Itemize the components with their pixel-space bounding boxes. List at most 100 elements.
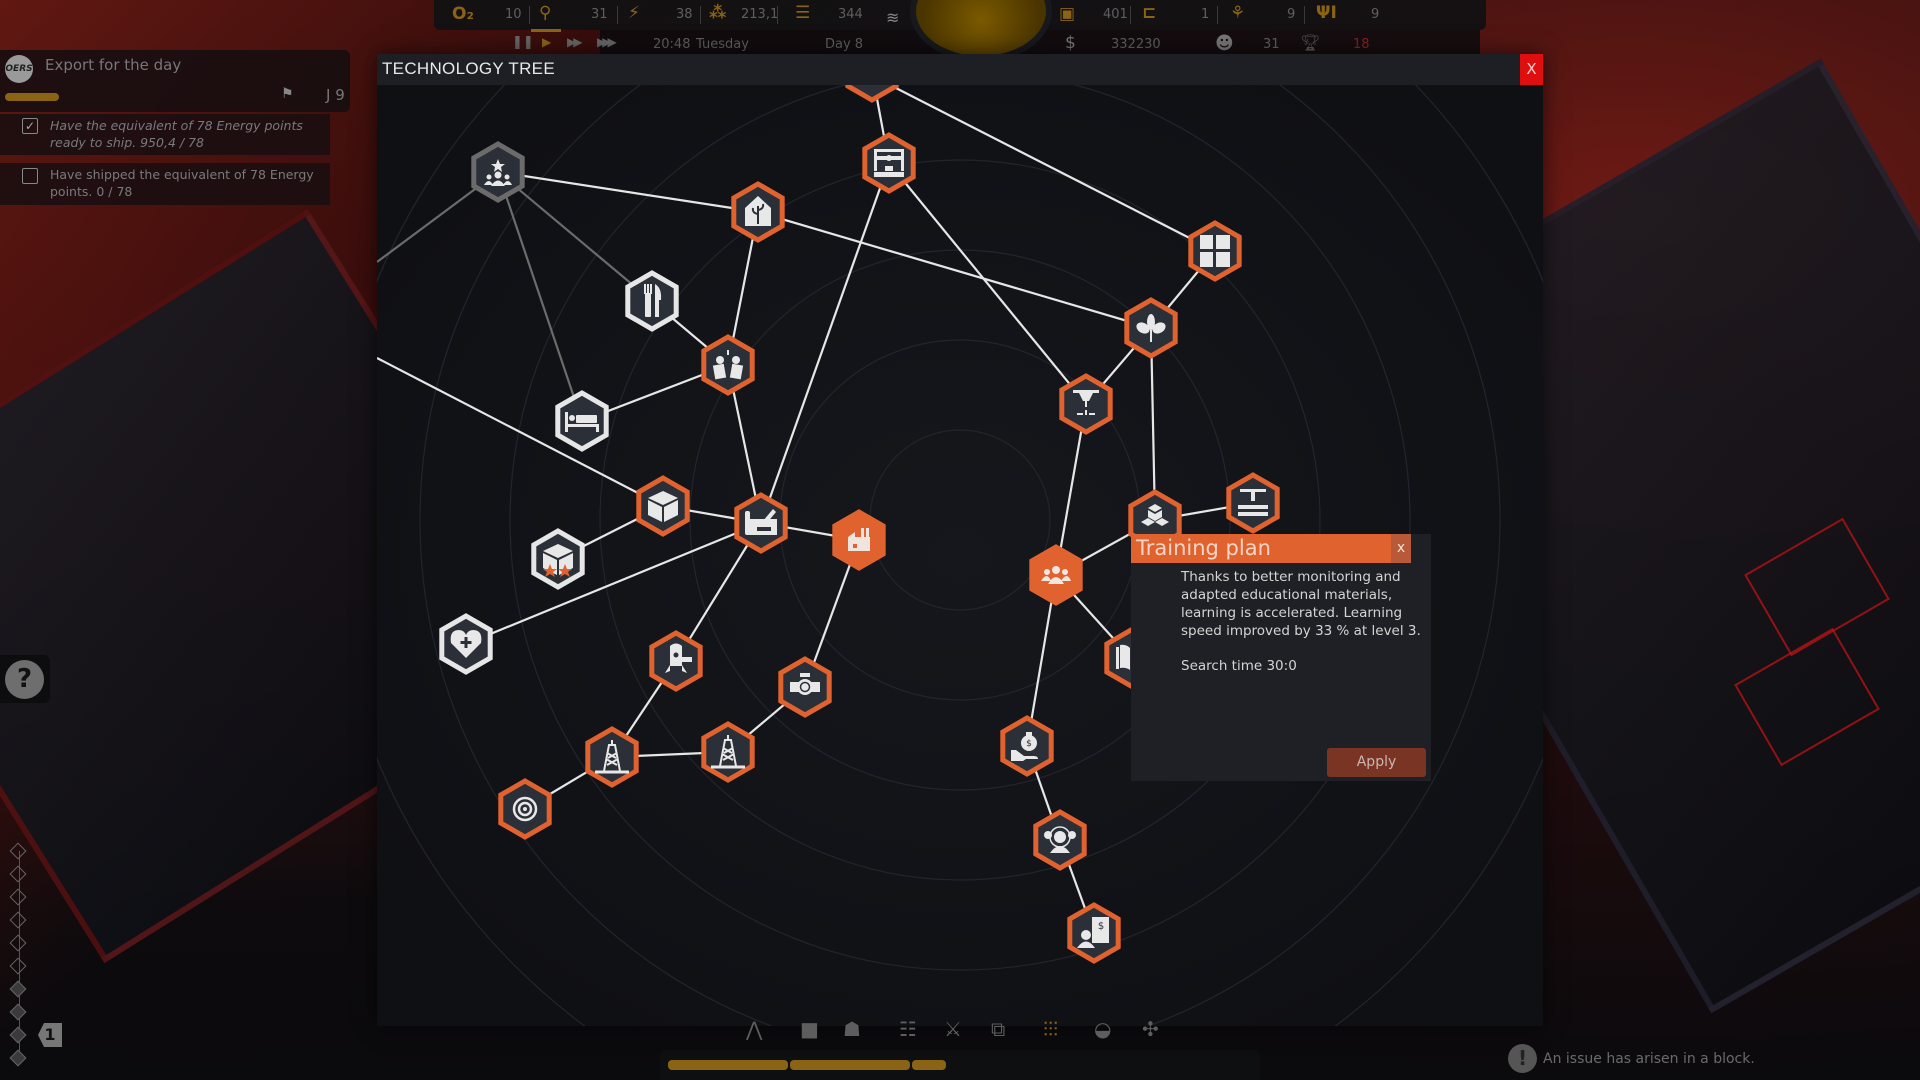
tech-node-derrick-2[interactable] — [704, 724, 752, 780]
tech-node-funding[interactable]: $ — [1003, 718, 1051, 774]
chip-value: 401 — [1103, 7, 1128, 22]
food-value: 9 — [1371, 7, 1380, 22]
factory-icon — [848, 528, 870, 551]
invoice-icon — [1077, 917, 1109, 948]
3d-printer-icon — [874, 149, 904, 177]
quest-deadline: J 9 — [326, 86, 345, 104]
tech-node-factory[interactable] — [835, 512, 883, 568]
flag-icon: ⚑ — [281, 86, 294, 102]
tech-tooltip-training-plan: Training plan x Thanks to better monitor… — [1131, 534, 1431, 781]
task-checkbox-checked[interactable]: ✓ — [22, 118, 38, 134]
sprout-icon — [1136, 314, 1166, 342]
tech-node-3d-printer[interactable] — [865, 135, 913, 191]
fastest-forward-button[interactable]: ▶▶▶ — [597, 35, 617, 49]
cutlery-icon — [644, 284, 662, 317]
tech-node-blueprint[interactable] — [737, 495, 785, 551]
money-icon: $ — [1065, 33, 1076, 53]
laser-cutter-icon — [1073, 390, 1099, 415]
people-icon — [1041, 566, 1071, 584]
tech-node-press[interactable] — [1229, 475, 1277, 531]
tab-deploy-icon[interactable]: ⧉ — [991, 1017, 1006, 1041]
bed-value: 1 — [1201, 7, 1210, 22]
blocks-icon — [1141, 504, 1169, 526]
coil-icon: ☰ — [795, 3, 811, 23]
energy-value: 38 — [676, 7, 693, 22]
tech-node-dormitory[interactable] — [558, 393, 606, 449]
tech-node-canteen[interactable] — [628, 273, 676, 329]
tech-node-blocks[interactable] — [1131, 492, 1179, 548]
tech-node-premium-storage[interactable] — [534, 531, 582, 587]
tech-node-greenhouse[interactable] — [734, 184, 782, 240]
coil-value: 344 — [838, 7, 863, 22]
quest-progress-bar — [5, 93, 59, 101]
tech-node-training[interactable] — [1032, 547, 1080, 603]
close-window-button[interactable]: X — [1520, 54, 1543, 85]
tech-node-support[interactable] — [1036, 812, 1084, 868]
play-button[interactable]: ▶ — [542, 35, 552, 49]
window-title: TECHNOLOGY TREE — [382, 59, 555, 78]
quest-task: ✓ Have the equivalent of 78 Energy point… — [0, 114, 330, 155]
shower-icon: ⚘ — [1230, 3, 1246, 23]
fast-forward-button[interactable]: ▶▶ — [567, 35, 583, 49]
puzzle-icon — [1200, 235, 1230, 267]
people-star-icon — [484, 159, 512, 186]
help-button[interactable]: ? — [5, 660, 44, 699]
apply-button[interactable]: Apply — [1327, 748, 1426, 777]
money-bag-icon — [1011, 732, 1038, 761]
tab-build-icon[interactable]: ⋀ — [746, 1017, 763, 1041]
lightning-icon: ⚡ — [628, 3, 640, 23]
water-value: 31 — [591, 7, 608, 22]
quest-panel[interactable] — [0, 50, 350, 112]
window-header: TECHNOLOGY TREE X — [377, 54, 1543, 85]
waves-icon: ≋ — [886, 8, 900, 27]
oil-derrick-icon — [711, 735, 745, 769]
tech-node-laser[interactable] — [1062, 376, 1110, 432]
box-icon — [648, 491, 678, 522]
trophy-icon: 🏆︎ — [1300, 33, 1321, 52]
cheers-icon — [712, 350, 744, 380]
tech-node-rocket[interactable] — [652, 633, 700, 689]
tab-globe-icon[interactable]: ◒ — [1094, 1017, 1112, 1041]
svg-text:$: $ — [1026, 739, 1032, 749]
money-value: 332230 — [1111, 37, 1161, 52]
bed-icon: ⊏ — [1142, 3, 1157, 23]
chip-icon: ▣ — [1059, 4, 1076, 24]
oxygen-icon: O₂ — [452, 4, 474, 24]
molecule-icon: ⁂ — [709, 3, 727, 23]
press-icon — [1238, 489, 1268, 516]
tech-node-bar[interactable] — [704, 337, 752, 393]
notification[interactable]: ! An issue has arisen in a block. — [1508, 1044, 1755, 1073]
task-text: Have shipped the equivalent of 78 Energy… — [50, 167, 314, 199]
tech-node-infirmary[interactable] — [442, 616, 490, 672]
task-text: Have the equivalent of 78 Energy points … — [50, 118, 303, 150]
svg-text:$: $ — [1098, 921, 1104, 932]
trophy-value: 18 — [1353, 37, 1370, 52]
current-level-badge: 1 — [38, 1023, 62, 1047]
happiness-icon: ☻ — [1215, 33, 1234, 54]
tab-checklist-icon[interactable]: ☷ — [899, 1017, 917, 1041]
pause-button[interactable]: ❚❚ — [512, 35, 534, 50]
shower-value: 9 — [1287, 7, 1296, 22]
blueprint-icon — [745, 509, 777, 535]
tooltip-title: Training plan — [1136, 536, 1271, 560]
tab-transport-icon[interactable]: ✣ — [1142, 1017, 1159, 1041]
task-checkbox[interactable] — [22, 168, 38, 184]
weekday: Tuesday — [696, 37, 749, 52]
tech-node-puzzle[interactable] — [1191, 223, 1239, 279]
progress-segment — [912, 1060, 946, 1070]
tab-broom-icon[interactable]: ⚔ — [944, 1017, 962, 1041]
close-tooltip-button[interactable]: x — [1391, 534, 1411, 563]
tech-node-leadership[interactable] — [474, 144, 522, 200]
tab-wall-icon[interactable]: ■ — [800, 1017, 819, 1041]
progress-segment — [790, 1060, 910, 1070]
tab-robot-icon[interactable]: ☗ — [843, 1017, 861, 1041]
tech-node-valve[interactable] — [781, 659, 829, 715]
tech-node-payroll[interactable]: $ — [1070, 905, 1118, 961]
tech-node-derrick-1[interactable] — [588, 729, 636, 785]
tooltip-search-time: Search time 30:0 — [1181, 658, 1297, 674]
tech-node-sprout[interactable] — [1127, 300, 1175, 356]
tech-node-storage[interactable] — [639, 478, 687, 534]
tooltip-description: Thanks to better monitoring and adapted … — [1181, 569, 1421, 639]
tab-research-icon[interactable]: ⫶⫶⫶ — [1043, 1017, 1058, 1041]
tech-node-target[interactable] — [501, 781, 549, 837]
